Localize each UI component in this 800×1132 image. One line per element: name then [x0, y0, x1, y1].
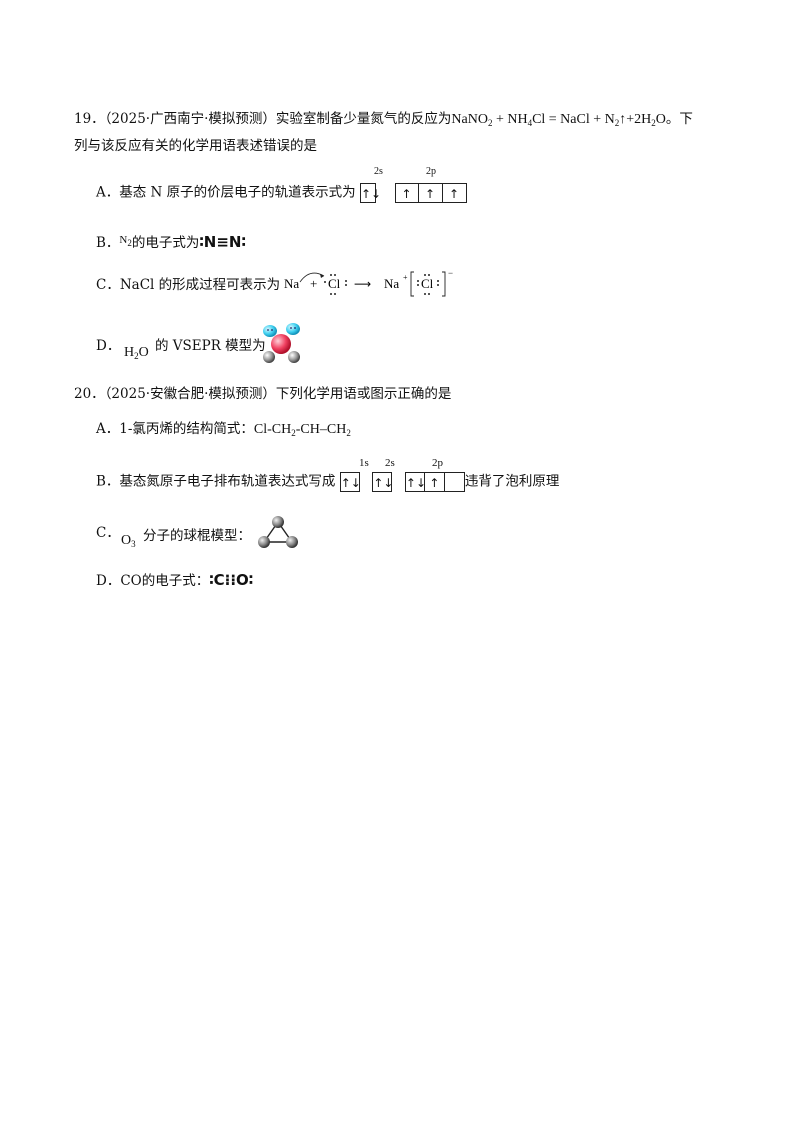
c-plus: +: [310, 276, 317, 291]
q20-b-orbital-2s: ↑↓: [372, 472, 393, 492]
c-na: Na: [284, 276, 299, 291]
q19-stem-line2: 列与该反应有关的化学用语表述错误的是: [74, 138, 317, 154]
q20-a-formula: Cl-CH2-CH–CH2: [253, 422, 351, 438]
q19-b-electron-formula: ∶N≡N∶: [199, 233, 246, 251]
q20-c-species: O3: [121, 533, 136, 549]
q19-c-formation-diagram: Na + Cl ⟶ Na + Cl −: [284, 268, 453, 297]
q20-option-b: B．基态氮原子电子排布轨道表达式写成 ↑↓ ↑↓ ↑↓↑违背了泡利原理: [96, 472, 560, 492]
c-cl: Cl: [328, 276, 341, 291]
q20-b-orbital-1s: ↑↓: [339, 472, 361, 492]
hydrogen-atom-right: [288, 351, 300, 363]
q19-option-c: C．NaCl 的形成过程可表示为: [96, 277, 281, 293]
lone-pair-right: [286, 323, 300, 335]
oxygen-atom: [271, 334, 291, 354]
q20-c-text: 分子的球棍模型：: [143, 528, 251, 544]
q19-source: （2025·广西南宁·模拟预测）: [104, 111, 276, 127]
q19-option-d: D．: [96, 338, 121, 354]
q19-stem-end: 。下: [665, 111, 693, 127]
q19-a-2s-label: 2s: [374, 166, 383, 177]
q19-d-text: 的 VSEPR 模型为: [155, 338, 266, 354]
q19-a-2p-label: 2p: [426, 166, 436, 177]
q20-option-a: A．1-氯丙烯的结构简式：Cl-CH2-CH–CH2: [96, 421, 351, 438]
q19-stem: 实验室制备少量氮气的反应为: [275, 111, 452, 127]
q20-option-c: C．: [96, 525, 120, 541]
c-arrow: ⟶: [354, 277, 371, 291]
c-na-ion: Na: [384, 276, 399, 291]
lone-pair-left: [263, 325, 277, 337]
q19-option-a: A．基态 N 原子的价层电子的轨道表示式为 ↑↓ ↑↑↑: [96, 183, 467, 203]
q20-d-electron-formula: ∶C⁝⁝O∶: [209, 571, 254, 589]
o-atom-right: [286, 536, 298, 548]
q19-d-vsepr-model: [263, 323, 300, 363]
q20-b-2s-label: 2s: [385, 457, 395, 469]
q20-c-ball-stick-model: [258, 516, 298, 548]
q20-b-2p-label: 2p: [432, 457, 443, 469]
q19-equation: NaNO2 + NH4Cl = NaCl + N2↑+2H2O: [451, 112, 666, 128]
c-cl-charge: −: [448, 268, 453, 278]
q19-stem-line1: 19．（2025·广西南宁·模拟预测）实验室制备少量氮气的反应为NaNO2 + …: [74, 110, 693, 132]
q19-d-species: H2O: [124, 345, 149, 361]
q20-b-orbital-2p: ↑↓↑: [404, 472, 465, 492]
q19-a-orbital-2p: ↑↑↑: [394, 183, 467, 203]
q19-a-orbital-2s: ↑↓: [359, 183, 381, 203]
q20-stem: 20．（2025·安徽合肥·模拟预测）下列化学用语或图示正确的是: [74, 386, 452, 402]
q19-number: 19．: [74, 111, 105, 127]
c-na-charge: +: [403, 273, 408, 282]
q19-option-b: B．N2的电子式为∶N≡N∶: [96, 233, 246, 251]
o-atom-top: [272, 516, 284, 528]
q20-option-d: D．CO的电子式：∶C⁝⁝O∶: [96, 571, 254, 589]
q20-b-1s-label: 1s: [359, 457, 369, 469]
c-cl-ion: Cl: [421, 276, 434, 291]
hydrogen-atom-left: [263, 351, 275, 363]
o-atom-left: [258, 536, 270, 548]
